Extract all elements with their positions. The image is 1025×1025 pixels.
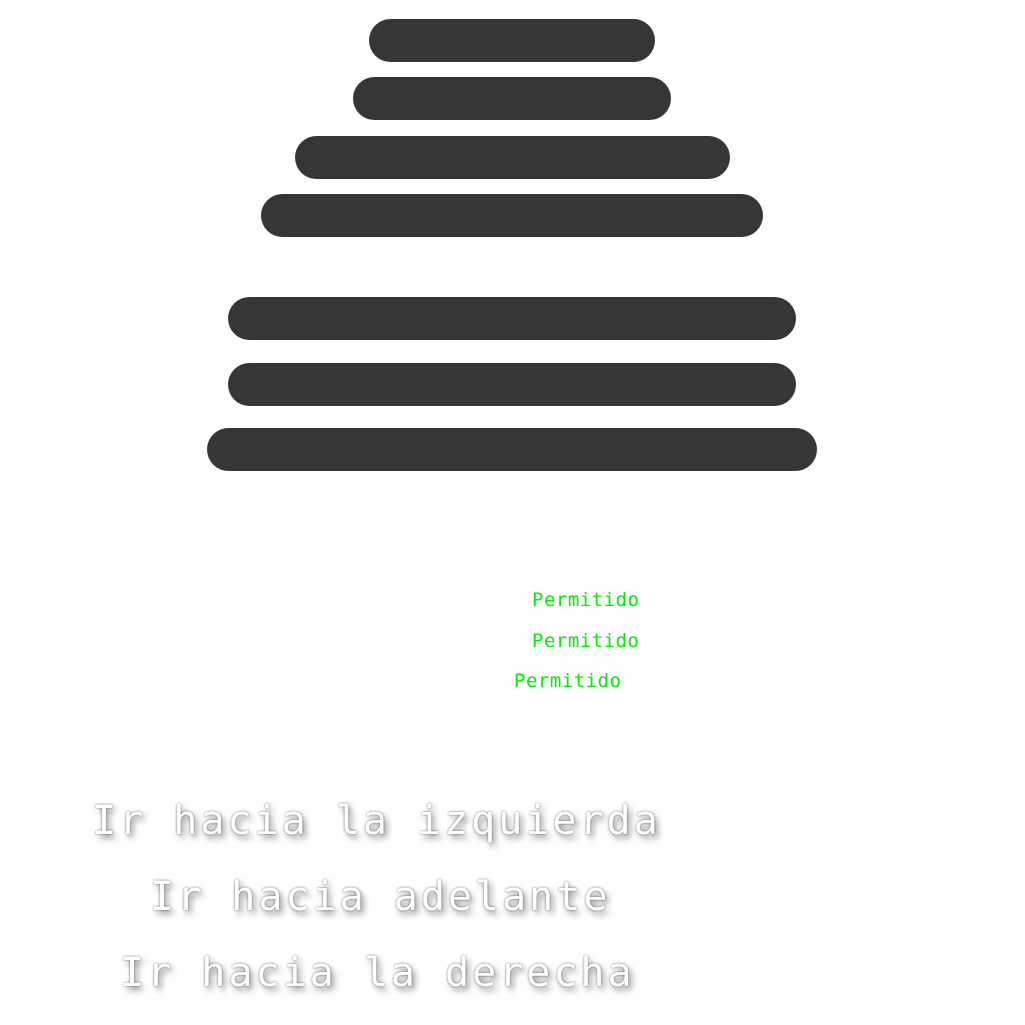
status-label-2: Permitido bbox=[532, 630, 640, 652]
option-bar-1[interactable] bbox=[369, 19, 655, 62]
option-bar-6[interactable] bbox=[228, 363, 796, 406]
option-bar-2[interactable] bbox=[353, 77, 671, 120]
go-left-button[interactable]: Ir hacia la izquierda bbox=[92, 798, 661, 844]
status-label-3: Permitido bbox=[514, 670, 622, 692]
option-bar-4[interactable] bbox=[261, 194, 763, 237]
option-bar-5[interactable] bbox=[228, 297, 796, 340]
option-bar-3[interactable] bbox=[295, 136, 730, 179]
status-label-1: Permitido bbox=[532, 589, 640, 611]
option-bar-7[interactable] bbox=[207, 428, 817, 471]
go-right-button[interactable]: Ir hacia la derecha bbox=[120, 950, 635, 996]
go-forward-button[interactable]: Ir hacia adelante bbox=[150, 874, 611, 920]
